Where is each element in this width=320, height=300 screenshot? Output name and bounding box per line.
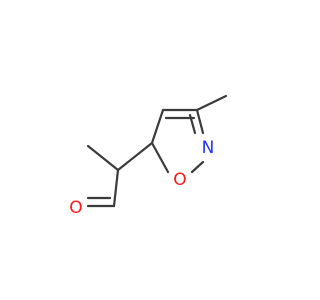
atom-label-ring-oxygen: O — [173, 170, 186, 190]
bond-c3-n — [195, 108, 205, 135]
atom-label-carbonyl-oxygen: O — [69, 198, 82, 218]
bond-ch-cho — [112, 168, 120, 208]
bond-c5-ch — [116, 141, 154, 172]
bond-o-c5 — [150, 141, 170, 174]
atom-label-nitrogen: N — [202, 138, 215, 158]
molecule-structure-canvas: N O O — [69, 94, 228, 218]
bond-c5-c4 — [150, 108, 165, 145]
bond-c3-methyl — [195, 94, 228, 112]
bond-ch-methyl — [86, 144, 120, 172]
bond-n-o — [190, 160, 205, 174]
bond-c3-n-double — [188, 113, 197, 135]
